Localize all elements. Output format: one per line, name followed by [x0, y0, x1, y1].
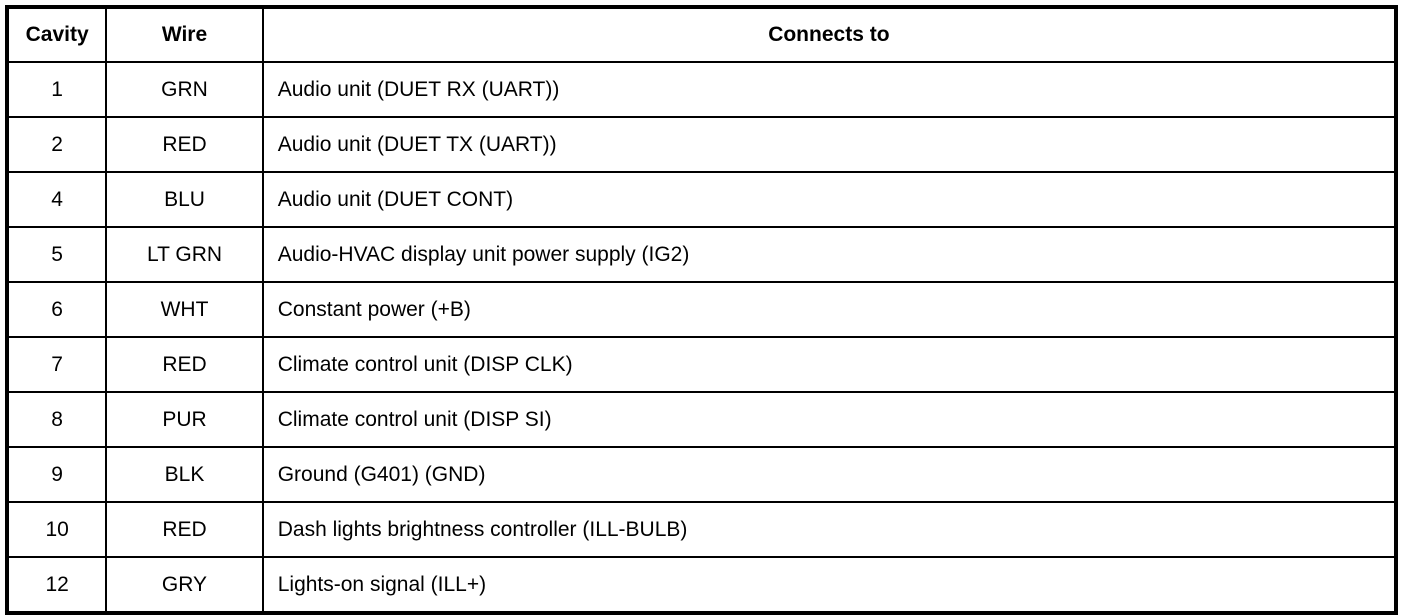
cell-cavity: 2: [5, 116, 108, 173]
cell-wire: LT GRN: [105, 226, 264, 283]
cell-cavity: 8: [5, 391, 108, 448]
cell-wire: GRN: [105, 61, 264, 118]
column-header-wire: Wire: [105, 6, 264, 63]
cell-wire: WHT: [105, 281, 264, 338]
cell-cavity: 12: [5, 556, 108, 614]
cell-cavity: 7: [5, 336, 108, 393]
cell-cavity: 9: [5, 446, 108, 503]
cell-wire: RED: [105, 116, 264, 173]
cell-wire: PUR: [105, 391, 264, 448]
cell-connects-to: Audio-HVAC display unit power supply (IG…: [261, 226, 1398, 283]
cell-cavity: 10: [5, 501, 108, 558]
cell-connects-to: Climate control unit (DISP SI): [261, 391, 1398, 448]
cell-connects-to: Audio unit (DUET RX (UART)): [261, 61, 1398, 118]
cell-connects-to: Audio unit (DUET CONT): [261, 171, 1398, 228]
cell-cavity: 5: [5, 226, 108, 283]
cell-wire: RED: [105, 501, 264, 558]
cell-wire: BLU: [105, 171, 264, 228]
cell-wire: GRY: [105, 556, 264, 614]
cell-connects-to: Audio unit (DUET TX (UART)): [261, 116, 1398, 173]
cell-connects-to: Climate control unit (DISP CLK): [261, 336, 1398, 393]
cell-connects-to: Constant power (+B): [261, 281, 1398, 338]
cell-cavity: 4: [5, 171, 108, 228]
table-header: Cavity Wire Connects to: [5, 6, 1398, 63]
cell-wire: RED: [105, 336, 264, 393]
cell-connects-to: Lights-on signal (ILL+): [261, 556, 1398, 614]
cell-cavity: 1: [5, 61, 108, 118]
cell-connects-to: Dash lights brightness controller (ILL-B…: [261, 501, 1398, 558]
cell-cavity: 6: [5, 281, 108, 338]
table-header-row: Cavity Wire Connects to: [5, 6, 1398, 63]
column-header-connects: Connects to: [261, 6, 1398, 63]
column-header-cavity: Cavity: [5, 6, 108, 63]
cell-connects-to: Ground (G401) (GND): [261, 446, 1398, 503]
cell-wire: BLK: [105, 446, 264, 503]
